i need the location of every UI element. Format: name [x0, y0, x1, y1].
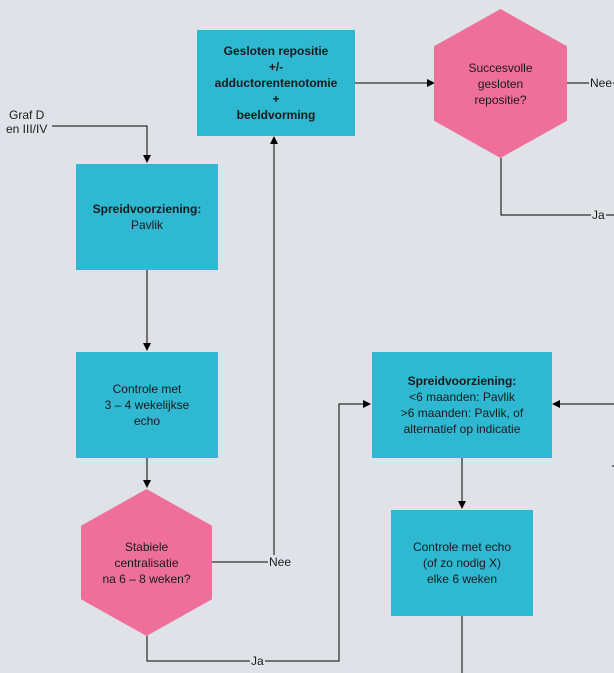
control-weekly-line-3: echo [133, 414, 161, 428]
spreid-pavlik-title: Spreidvoorziening: [92, 202, 202, 216]
stable-line-2: centralisatie [114, 555, 179, 570]
arrow-start-to-pavlik [52, 125, 151, 163]
spreid-age-line-1: <6 maanden: Pavlik [409, 390, 515, 404]
spreid-age-line-2: >6 maanden: Pavlik, of [400, 406, 524, 420]
line-success-ja [500, 158, 614, 216]
closed-line-1: Gesloten repositie [223, 44, 329, 58]
label-nee-stable: Nee [268, 555, 293, 569]
spreid-age-box: Spreidvoorziening: <6 maanden: Pavlik >6… [372, 352, 552, 458]
arrow-stable-nee [212, 136, 278, 563]
control-six-weeks-box: Controle met echo (of zo nodig X) elke 6… [391, 510, 533, 616]
closed-line-5: beeldvorming [236, 108, 316, 122]
start-label-line2: en III/IV [6, 122, 48, 136]
success-line-2: gesloten [477, 76, 524, 91]
spreid-pavlik-box: Spreidvoorziening: Pavlik [76, 164, 218, 270]
closed-line-2: +/- [268, 60, 284, 74]
control6-line-2: (of zo nodig X) [422, 556, 502, 570]
control-weekly-line-2: 3 – 4 wekelijkse [104, 398, 190, 412]
closed-line-3: adductorentenotomie [214, 76, 338, 90]
label-ja-success: Ja [591, 208, 606, 222]
spreid-age-line-3: alternatief op indicatie [403, 422, 521, 436]
closed-reposition-box: Gesloten repositie +/- adductorentenotom… [197, 30, 355, 136]
start-label-line1: Graf D [9, 108, 45, 122]
label-nee-success: Nee [589, 76, 614, 90]
start-label: Graf D en III/IV [5, 108, 48, 136]
stable-line-1: Stabiele [124, 539, 169, 554]
spreid-age-title: Spreidvoorziening: [407, 374, 517, 388]
label-ja-stable: Ja [250, 654, 265, 668]
control6-line-3: elke 6 weken [426, 572, 498, 586]
control-weekly-line-1: Controle met [112, 382, 182, 396]
control6-line-1: Controle met echo [412, 540, 512, 554]
closed-line-4: + [272, 92, 280, 106]
spreid-pavlik-text: Pavlik [130, 218, 163, 232]
arrow-stable-ja [146, 400, 371, 662]
control-weekly-box: Controle met 3 – 4 wekelijkse echo [76, 352, 218, 458]
success-line-3: repositie? [474, 92, 527, 107]
success-line-1: Succesvolle [468, 60, 533, 75]
stable-line-3: na 6 – 8 weken? [102, 571, 191, 586]
